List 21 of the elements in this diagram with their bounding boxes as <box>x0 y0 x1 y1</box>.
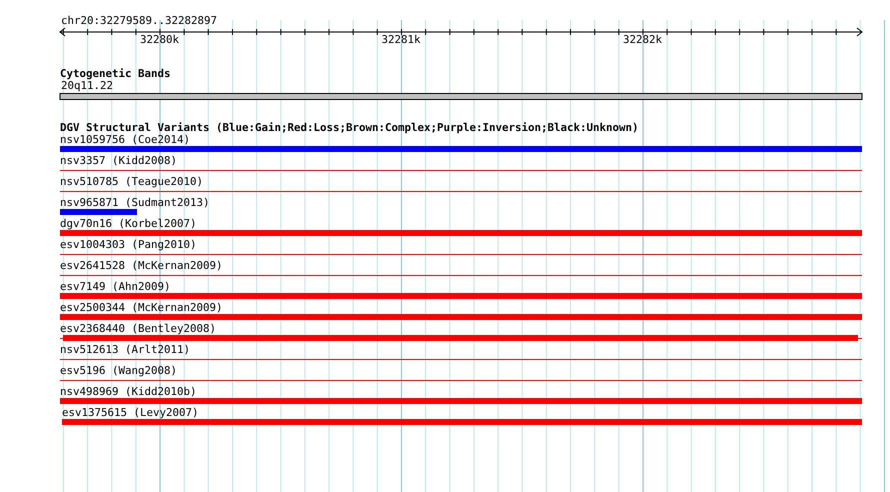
position-label: chr20:32279589..32282897 <box>61 15 218 27</box>
axis-tick-label: 32281k <box>382 34 421 46</box>
variant-label: esv5196 (Wang2008) <box>60 365 178 377</box>
axis-tick-label: 32280k <box>140 34 180 46</box>
variant-label: esv1375615 (Levy2007) <box>62 407 199 419</box>
variant-label: esv7149 (Ahn2009) <box>60 281 171 293</box>
cytoband-label: 20q11.22 <box>61 80 114 92</box>
variant-label: nsv3357 (Kidd2008) <box>60 155 178 167</box>
variant-label: nsv1059756 (Coe2014) <box>60 134 190 146</box>
variant-label: esv2368440 (Bentley2008) <box>60 323 216 335</box>
axis-tick-label: 32282k <box>623 34 662 46</box>
variant-label: nsv512613 (Arlt2011) <box>60 344 190 356</box>
track-title: Cytogenetic Bands <box>60 68 171 80</box>
variant-label: nsv510785 (Teague2010) <box>60 176 204 188</box>
variant-label: nsv965871 (Sudmant2013) <box>60 197 210 209</box>
variant-label: dgv70n16 (Korbel2007) <box>60 218 197 230</box>
variant-label: esv2500344 (McKernan2009) <box>60 302 223 314</box>
variant-label: esv1004303 (Pang2010) <box>60 239 197 251</box>
variant-label: esv2641528 (McKernan2009) <box>60 260 223 272</box>
variant-label: nsv498969 (Kidd2010b) <box>60 386 197 398</box>
track-title: DGV Structural Variants (Blue:Gain;Red:Loss;Brown:Complex;Purple:Inversion;Black:Unknown) <box>60 122 639 134</box>
